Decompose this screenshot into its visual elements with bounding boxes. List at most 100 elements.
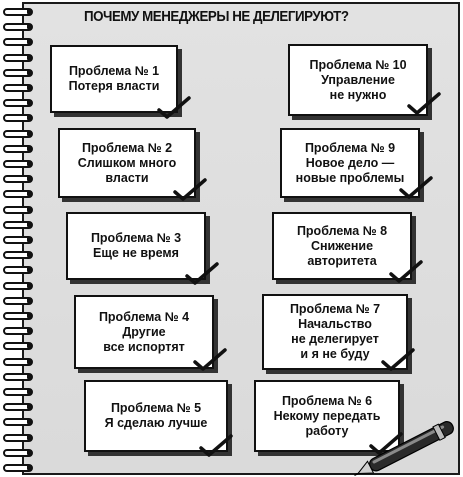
- spiral-ring: [3, 312, 33, 320]
- checkmark-icon: [381, 348, 415, 371]
- spiral-ring: [3, 190, 33, 198]
- spiral-ring: [3, 54, 33, 62]
- spiral-ring: [3, 145, 33, 153]
- ring-hole: [27, 450, 32, 455]
- problem-card-6-line-1: Проблема № 6: [281, 393, 373, 408]
- problem-card-5-line-2: Я сделаю лучше: [104, 416, 208, 430]
- spiral-ring: [3, 449, 33, 457]
- ring-hole: [27, 70, 32, 75]
- spiral-ring: [3, 266, 33, 274]
- spiral-ring: [3, 38, 33, 46]
- spiral-ring: [3, 403, 33, 411]
- ring-hole: [27, 283, 32, 288]
- spiral-ring: [3, 434, 33, 442]
- problem-card-7-line-2: Начальство: [298, 317, 372, 331]
- problem-card-1-line-1: Проблема № 1: [68, 64, 160, 78]
- problem-card-7-line-4: и я не буду: [300, 347, 370, 361]
- problem-card-10-line-2: Управление: [321, 72, 395, 87]
- ring-hole: [27, 146, 32, 151]
- spiral-ring: [3, 175, 33, 183]
- problem-card-3-line-2: Еще не время: [93, 246, 179, 260]
- problem-card-6: Проблема № 6 Некому передать работу: [254, 380, 400, 452]
- problem-card-9-line-3: новые проблемы: [295, 170, 405, 185]
- ring-hole: [27, 435, 32, 440]
- problem-card-5-line-1: Проблема № 5: [110, 401, 202, 415]
- ring-hole: [27, 100, 32, 105]
- checkmark-icon: [369, 432, 403, 455]
- ring-hole: [27, 404, 32, 409]
- checkmark-icon: [157, 96, 191, 119]
- pen-icon: [354, 421, 454, 476]
- ring-hole: [27, 207, 32, 212]
- checkmark-icon: [173, 178, 207, 201]
- ring-hole: [27, 359, 32, 364]
- spiral-ring: [3, 358, 33, 366]
- spiral-ring: [3, 373, 33, 381]
- spiral-ring: [3, 221, 33, 229]
- problem-card-4-line-1: Проблема № 4: [98, 309, 190, 324]
- ring-hole: [27, 313, 32, 318]
- ring-hole: [27, 343, 32, 348]
- spiral-ring: [3, 282, 33, 290]
- ring-hole: [27, 298, 32, 303]
- ring-hole: [27, 389, 32, 394]
- problem-card-7-line-1: Проблема № 7: [289, 302, 381, 316]
- ring-hole: [27, 374, 32, 379]
- spiral-ring: [3, 464, 33, 472]
- ring-hole: [27, 55, 32, 60]
- spiral-ring: [3, 342, 33, 350]
- spiral-ring: [3, 114, 33, 122]
- spiral-ring: [3, 327, 33, 335]
- problem-card-2: Проблема № 2 Слишком много власти: [58, 128, 196, 198]
- spiral-ring: [3, 236, 33, 244]
- problem-card-8-line-2: Снижение: [310, 238, 374, 253]
- problem-card-3: Проблема № 3 Еще не время: [66, 212, 206, 280]
- checkmark-icon: [193, 348, 227, 371]
- problem-card-7: Проблема № 7 Начальство не делегирует и …: [262, 294, 408, 370]
- problem-card-4: Проблема № 4 Другие все испортят: [74, 295, 214, 369]
- spiral-ring: [3, 251, 33, 259]
- problem-card-2-line-3: власти: [105, 170, 149, 185]
- problem-card-8-line-3: авторитета: [307, 253, 377, 268]
- ring-hole: [27, 328, 32, 333]
- spiral-ring: [3, 69, 33, 77]
- ring-hole: [27, 131, 32, 136]
- ring-hole: [27, 237, 32, 242]
- ring-hole: [27, 465, 32, 470]
- ring-hole: [27, 252, 32, 257]
- ring-hole: [27, 222, 32, 227]
- ring-hole: [27, 161, 32, 166]
- ring-hole: [27, 39, 32, 44]
- problem-card-10: Проблема № 10 Управление не нужно: [288, 44, 428, 116]
- ring-hole: [27, 191, 32, 196]
- spiral-ring: [3, 23, 33, 31]
- spiral-ring: [3, 130, 33, 138]
- spiral-ring: [3, 418, 33, 426]
- spiral-ring: [3, 388, 33, 396]
- problem-card-4-line-3: все испортят: [103, 339, 185, 354]
- checkmark-icon: [407, 92, 441, 115]
- checkmark-icon: [389, 260, 423, 283]
- problem-card-8-line-1: Проблема № 8: [296, 223, 388, 238]
- problem-card-9-line-2: Новое дело —: [305, 155, 395, 170]
- page-title: ПОЧЕМУ МЕНЕДЖЕРЫ НЕ ДЕЛЕГИРУЮТ?: [84, 9, 349, 25]
- ring-hole: [27, 267, 32, 272]
- problem-card-6-line-3: работу: [305, 423, 349, 438]
- spiral-ring: [3, 84, 33, 92]
- problem-card-10-line-1: Проблема № 10: [309, 57, 407, 72]
- problem-card-2-line-2: Слишком много: [77, 155, 177, 170]
- spiral-ring: [3, 297, 33, 305]
- problem-card-9: Проблема № 9 Новое дело — новые проблемы: [280, 128, 420, 198]
- problem-card-4-line-2: Другие: [122, 324, 166, 339]
- problem-card-10-line-3: не нужно: [329, 87, 387, 102]
- problem-card-2-line-1: Проблема № 2: [81, 140, 173, 155]
- ring-hole: [27, 419, 32, 424]
- spiral-ring: [3, 99, 33, 107]
- spiral-ring: [3, 8, 33, 16]
- ring-hole: [27, 115, 32, 120]
- problem-card-7-line-3: не делегирует: [291, 332, 379, 346]
- checkmark-icon: [185, 262, 219, 285]
- problem-card-6-line-2: Некому передать: [273, 408, 381, 423]
- problem-card-1: Проблема № 1 Потеря власти: [50, 45, 178, 113]
- problem-card-3-line-1: Проблема № 3: [90, 231, 182, 245]
